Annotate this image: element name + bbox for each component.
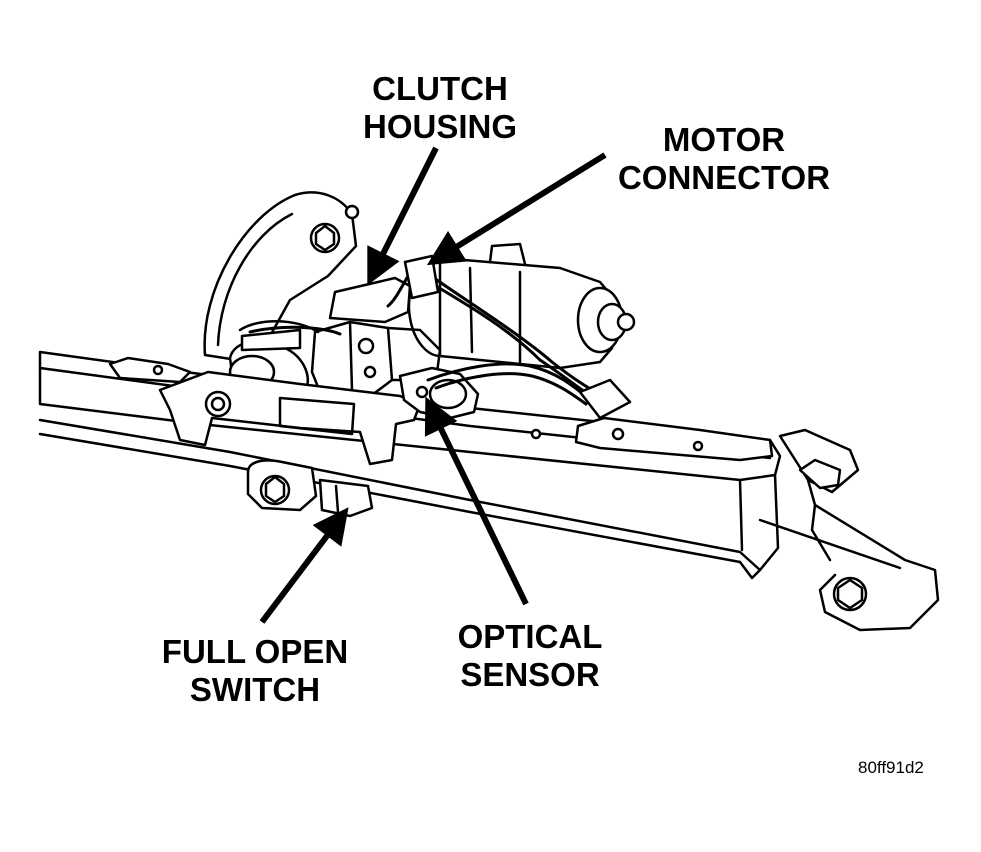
motor-connector-label: MOTOR CONNECTOR [604,121,844,197]
full-open-switch-label-line2: SWITCH [189,671,321,708]
motor-connector-label-line1: MOTOR [662,121,786,158]
optical-sensor-leader-arrow [424,396,529,606]
clutch-housing-leader-arrow [367,146,439,286]
full-open-switch-hardware [246,459,374,518]
full-open-switch-leader-arrow [259,507,349,624]
rear-tab [530,416,774,462]
full-open-switch-label-line1: FULL OPEN [161,633,349,670]
full-open-switch-label: FULL OPEN SWITCH [145,633,365,709]
clutch-housing-label: CLUTCH HOUSING [350,70,530,146]
figure-reference-code: 80ff91d2 [858,758,924,777]
optical-sensor-label: OPTICAL SENSOR [440,618,620,694]
optical-sensor-label-line2: SENSOR [460,656,600,693]
clutch-plate [203,191,360,364]
clutch-housing-label-line1: CLUTCH [372,70,508,107]
optical-sensor-label-line1: OPTICAL [457,618,603,655]
clutch-housing-label-line2: HOUSING [362,108,517,145]
motor-connector-label-line2: CONNECTOR [617,159,831,196]
end-bracket [778,428,940,632]
mounting-bracket [108,356,422,466]
motor-connector-plug [403,254,440,300]
clutch-housing [310,276,442,400]
connector-clip [578,378,632,420]
motor-connector-leader-arrow [426,152,607,266]
drive-motor [407,242,636,370]
